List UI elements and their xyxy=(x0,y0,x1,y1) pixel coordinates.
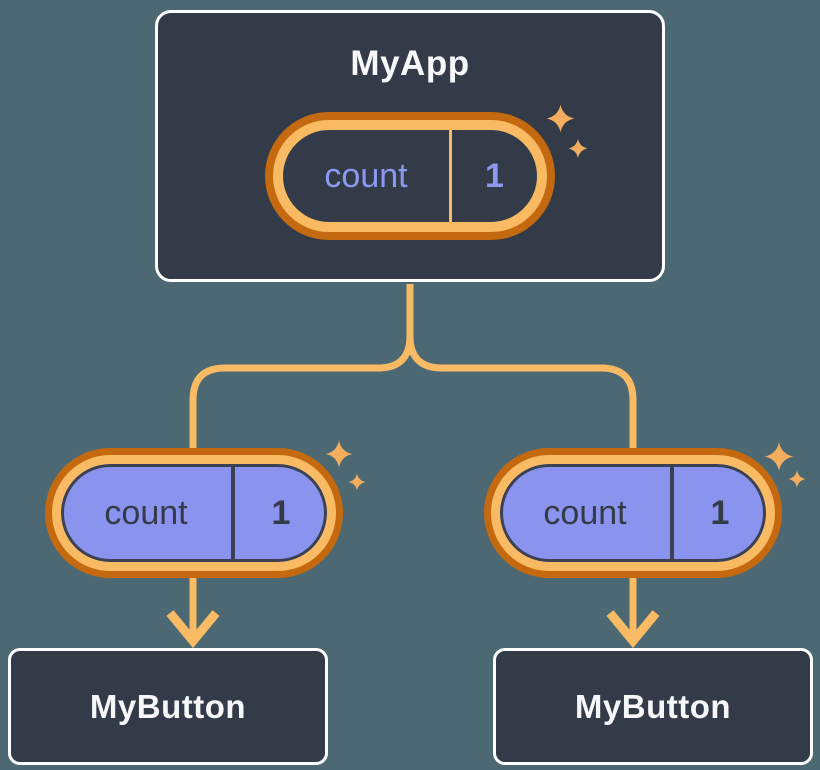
state-pill-body: count 1 xyxy=(273,120,547,232)
child-component-card-right: MyButton xyxy=(493,648,813,765)
root-component-name: MyApp xyxy=(350,44,470,83)
prop-pill-right: count 1 xyxy=(484,448,782,578)
state-pill-value: 1 xyxy=(485,156,504,195)
prop-pill-right-body: count 1 xyxy=(491,455,775,571)
state-pill-divider xyxy=(449,130,452,222)
child-component-name-left: MyButton xyxy=(89,687,247,725)
sparkle-icon xyxy=(546,104,575,133)
sparkle-icon xyxy=(764,442,794,471)
sparkle-icon xyxy=(348,473,366,491)
child-component-card-left: MyButton xyxy=(8,648,328,765)
sparkle-icon xyxy=(788,470,806,488)
sparkle-icon xyxy=(568,139,588,158)
prop-pill-right-label: count xyxy=(543,493,627,532)
root-component-card: MyApp count 1 xyxy=(155,10,665,282)
prop-pill-left-label: count xyxy=(104,493,188,532)
sparkle-icon xyxy=(325,440,353,468)
prop-pill-right-divider xyxy=(670,464,674,562)
arrow-down-icon-right xyxy=(606,610,660,649)
child-component-name-right: MyButton xyxy=(574,687,732,725)
state-pill: count 1 xyxy=(265,112,555,240)
prop-pill-left-body: count 1 xyxy=(52,455,336,571)
state-pill-label: count xyxy=(324,156,408,195)
arrow-down-icon-left xyxy=(166,610,220,649)
prop-pill-left-value: 1 xyxy=(271,493,291,532)
prop-pill-left: count 1 xyxy=(45,448,343,578)
prop-pill-right-value: 1 xyxy=(710,493,730,532)
